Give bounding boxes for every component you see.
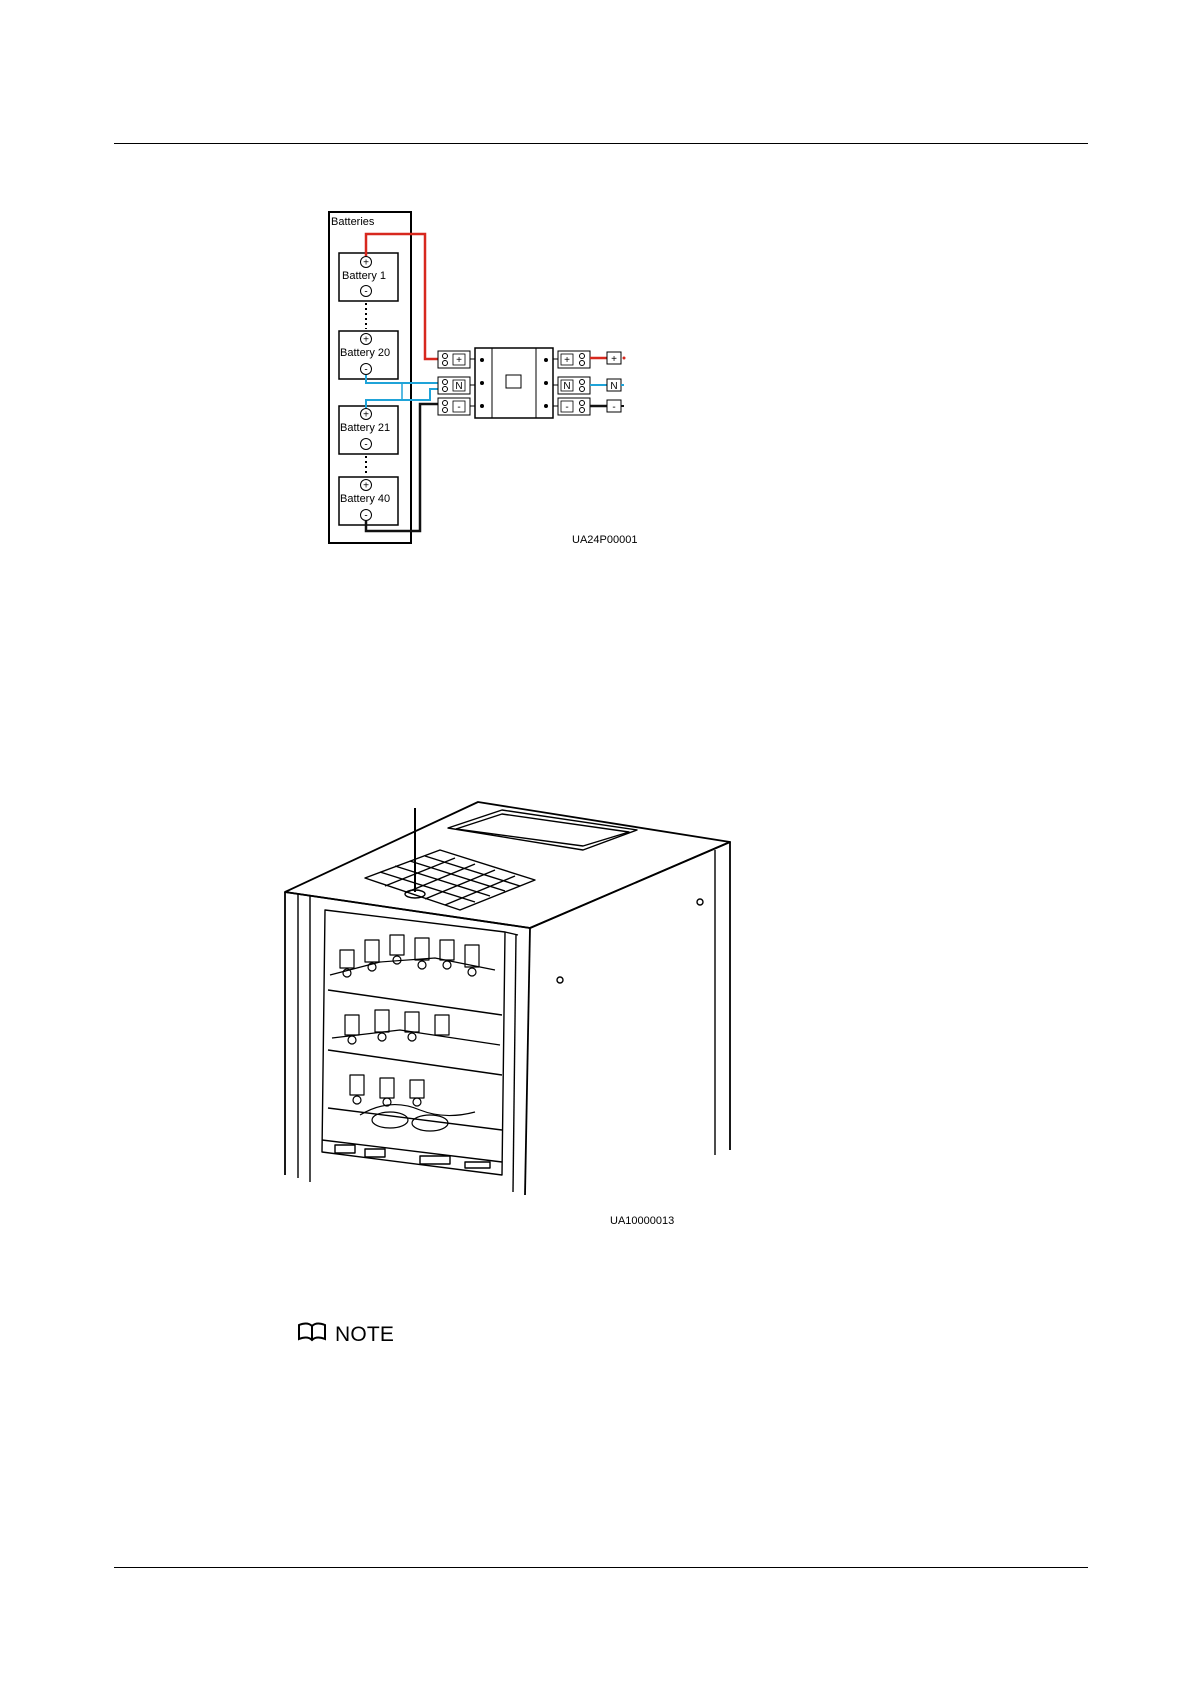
- svg-text:-: -: [565, 402, 568, 413]
- battery-21-label: Battery 21: [340, 422, 390, 434]
- battery-40-minus: -: [364, 511, 367, 522]
- svg-text:-: -: [457, 402, 460, 413]
- left-terminal-neutral: N: [438, 377, 470, 394]
- battery-20-plus: +: [363, 335, 369, 346]
- battery-20-minus: -: [364, 365, 367, 376]
- header-rule: [114, 143, 1088, 144]
- battery-40-plus: +: [363, 481, 369, 492]
- output-minus-label: -: [612, 402, 615, 413]
- battery-21-plus: +: [363, 410, 369, 421]
- footer-rule: [114, 1567, 1088, 1568]
- book-icon: [297, 1322, 327, 1347]
- battery-1: + Battery 1 -: [339, 253, 398, 301]
- right-terminal-plus: +: [558, 351, 590, 368]
- circuit-breaker: [470, 348, 558, 418]
- battery-40: + Battery 40 -: [339, 477, 398, 525]
- note-label: NOTE: [335, 1323, 394, 1347]
- battery-40-label: Battery 40: [340, 493, 390, 505]
- right-terminal-neutral: N: [558, 377, 590, 394]
- svg-text:N: N: [563, 381, 570, 392]
- battery-1-minus: -: [364, 287, 367, 298]
- note-callout: NOTE: [297, 1322, 394, 1347]
- wiring-figure-id: UA24P00001: [572, 534, 637, 546]
- svg-text:N: N: [455, 381, 462, 392]
- battery-cabinet-illustration: UA10000013: [270, 790, 740, 1260]
- battery-21: + Battery 21 -: [339, 406, 398, 454]
- battery-wiring-diagram: Batteries + Battery 1 - + Battery 20 - +…: [320, 205, 660, 555]
- left-terminal-minus: -: [438, 398, 470, 415]
- output-n-label: N: [610, 381, 617, 392]
- left-terminal-plus: +: [438, 351, 470, 368]
- cabinet-figure-id: UA10000013: [610, 1215, 674, 1227]
- battery-1-label: Battery 1: [342, 270, 386, 282]
- battery-20: + Battery 20 -: [339, 331, 398, 379]
- batteries-label: Batteries: [331, 216, 375, 228]
- battery-21-minus: -: [364, 440, 367, 451]
- svg-text:+: +: [456, 355, 462, 366]
- output-plus-label: +: [611, 354, 617, 365]
- battery-1-plus: +: [363, 258, 369, 269]
- right-terminal-minus: -: [558, 398, 590, 415]
- svg-text:+: +: [564, 355, 570, 366]
- battery-20-label: Battery 20: [340, 347, 390, 359]
